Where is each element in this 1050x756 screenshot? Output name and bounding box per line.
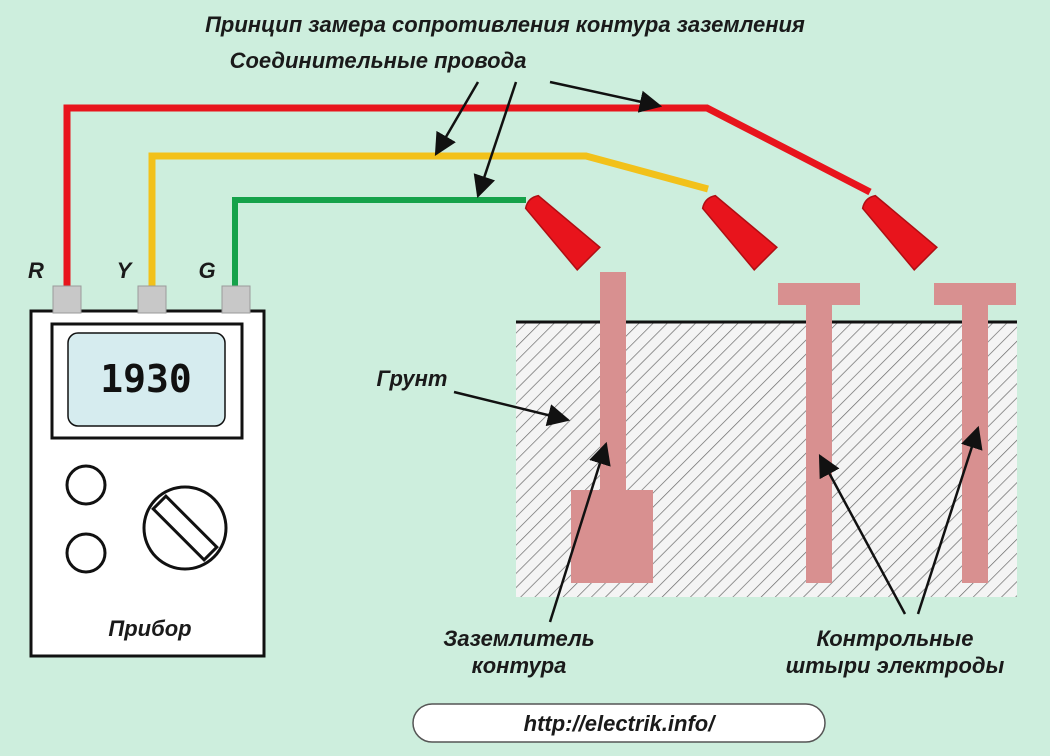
soil-label: Грунт xyxy=(377,366,448,391)
control-rods-label-line1: Контрольные xyxy=(817,626,974,651)
ground-electrode-rod xyxy=(600,272,626,494)
diagram-title: Принцип замера сопротивления контура заз… xyxy=(205,12,805,37)
device-reading: 1930 xyxy=(100,357,192,401)
device-button-bottom xyxy=(65,532,107,574)
ground-electrode-plate xyxy=(571,490,653,583)
device-label: Прибор xyxy=(108,616,191,641)
url-text: http://electrik.info/ xyxy=(524,711,718,736)
terminal-g xyxy=(221,285,251,314)
device-display xyxy=(67,332,226,427)
terminal-r xyxy=(52,285,82,314)
url-pill xyxy=(412,703,826,743)
green-wire xyxy=(232,197,526,290)
arrow-control-rod-1 xyxy=(818,454,907,615)
control-rod-1-shaft xyxy=(806,300,832,583)
arrow-wires-red xyxy=(549,80,663,113)
device-button-top xyxy=(65,464,107,506)
arrow-wires-green xyxy=(473,81,518,199)
control-rod-2-cap xyxy=(934,283,1016,305)
terminal-r-label: R xyxy=(28,258,44,283)
clip-control-rod-1 xyxy=(701,194,778,271)
yellow-wire xyxy=(148,152,709,290)
control-rod-2-shaft xyxy=(962,300,988,583)
arrow-wires-yellow xyxy=(434,81,480,156)
arrow-soil xyxy=(453,390,571,427)
ground-electrode-label-line1: Заземлитель xyxy=(443,626,594,651)
arrow-ground-electrode xyxy=(548,441,611,623)
device-knob xyxy=(142,485,228,571)
ground-electrode-label-line2: контура xyxy=(472,653,567,678)
clip-ground-electrode xyxy=(524,194,601,271)
terminal-y-label: Y xyxy=(117,258,134,283)
red-wire xyxy=(63,104,872,290)
control-rod-1-cap xyxy=(778,283,860,305)
terminal-y xyxy=(137,285,167,314)
terminal-g-label: G xyxy=(198,258,215,283)
clip-control-rod-2 xyxy=(861,194,938,271)
control-rods-label-line2: штыри электроды xyxy=(786,653,1005,678)
arrow-control-rod-2 xyxy=(916,425,983,615)
wires-label: Соединительные провода xyxy=(230,48,527,73)
